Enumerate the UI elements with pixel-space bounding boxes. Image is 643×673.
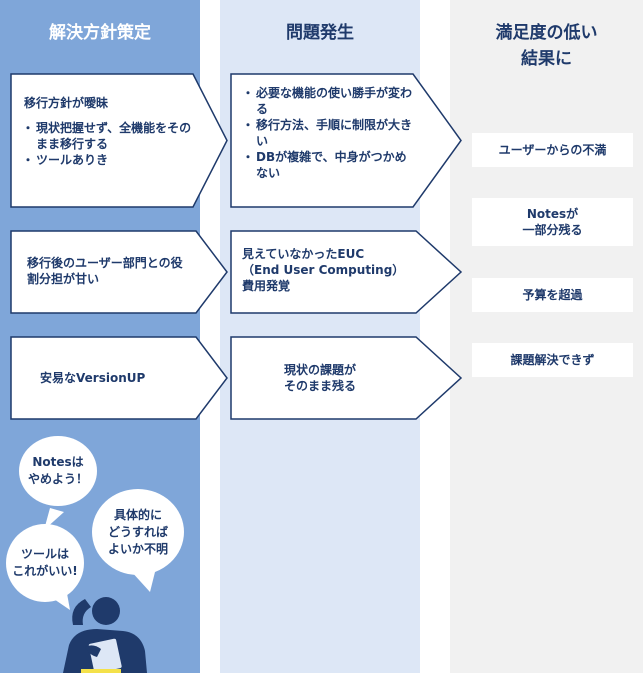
problem-box-2-shape bbox=[230, 230, 463, 314]
policy-box-3-text: 安易なVersionUP bbox=[40, 371, 146, 385]
problem-box-1-bullet-1: 必要な機能の使い勝手が変わる bbox=[242, 85, 414, 117]
policy-box-1-bullet-2: ツールありき bbox=[22, 152, 194, 168]
policy-box-3-shape bbox=[10, 336, 228, 420]
speech-bubble-2-line3: よいか不明 bbox=[107, 541, 168, 556]
policy-box-2: 移行後のユーザー部門との役割分担が甘い bbox=[10, 230, 228, 314]
speech-bubble-2-line2: どうすれば bbox=[107, 524, 168, 539]
result-title-line1: 満足度の低い bbox=[495, 23, 598, 43]
policy-box-1-heading: 移行方針が曖昧 bbox=[24, 96, 109, 110]
policy-box-2-text: 移行後のユーザー部門との役割分担が甘い bbox=[27, 256, 183, 286]
result-box-1-line1: ユーザーからの不満 bbox=[498, 143, 607, 157]
problem-box-1: 必要な機能の使い勝手が変わる 移行方法、手順に制限が大きい DBが複雑で、中身が… bbox=[230, 73, 462, 208]
problem-box-3: 現状の課題が そのまま残る bbox=[230, 336, 463, 420]
policy-box-2-shape bbox=[10, 230, 228, 314]
problem-box-2-line2: （End User Computing） bbox=[242, 263, 405, 277]
speech-bubble-2: 具体的に どうすれば よいか不明 bbox=[92, 489, 184, 575]
problem-box-2-line1: 見えていなかったEUC bbox=[242, 247, 365, 261]
speech-bubble-3: ツールは これがいい! bbox=[6, 524, 84, 602]
result-box-3-line1: 予算を超過 bbox=[522, 288, 583, 302]
policy-box-3: 安易なVersionUP bbox=[10, 336, 228, 420]
speech-bubble-1: Notesは やめよう！ bbox=[19, 436, 97, 506]
result-box-4: 課題解決できず bbox=[472, 343, 633, 377]
speech-bubble-2-line1: 具体的に bbox=[113, 507, 162, 522]
speech-bubble-1-line2: やめよう！ bbox=[27, 472, 88, 486]
result-title-line2: 結果に bbox=[521, 49, 572, 69]
speech-bubble-3-line2: これがいい! bbox=[12, 564, 78, 578]
result-box-2: Notesが 一部分残る bbox=[472, 198, 633, 246]
result-column: 満足度の低い 結果に bbox=[450, 0, 643, 673]
result-box-4-line1: 課題解決できず bbox=[510, 353, 595, 367]
speech-bubble-3-line1: ツールは bbox=[20, 547, 69, 561]
result-box-2-line1: Notesが bbox=[526, 207, 579, 221]
problem-box-2-line3: 費用発覚 bbox=[242, 279, 291, 293]
policy-column-title: 解決方針策定 bbox=[49, 23, 151, 43]
problem-box-1-bullet-2: 移行方法、手順に制限が大きい bbox=[242, 117, 414, 149]
problem-box-2: 見えていなかったEUC （End User Computing） 費用発覚 bbox=[230, 230, 463, 314]
problem-box-1-bullet-3: DBが複雑で、中身がつかめない bbox=[242, 149, 414, 181]
result-box-2-line2: 一部分残る bbox=[522, 223, 583, 237]
problem-column-title: 問題発生 bbox=[286, 23, 354, 43]
result-column-title: 満足度の低い 結果に bbox=[450, 20, 643, 72]
problem-box-3-line2: そのまま残る bbox=[283, 379, 356, 393]
policy-box-1-bullet-1: 現状把握せず、全機能をそのまま移行する bbox=[22, 120, 194, 152]
worried-person-icon bbox=[63, 597, 147, 673]
result-box-1: ユーザーからの不満 bbox=[472, 133, 633, 167]
speech-bubble-1-line1: Notesは bbox=[32, 455, 84, 469]
result-box-3: 予算を超過 bbox=[472, 278, 633, 312]
policy-box-1: 移行方針が曖昧 現状把握せず、全機能をそのまま移行する ツールありき bbox=[10, 73, 228, 208]
problem-box-3-shape bbox=[230, 336, 463, 420]
problem-box-3-line1: 現状の課題が bbox=[283, 363, 356, 377]
